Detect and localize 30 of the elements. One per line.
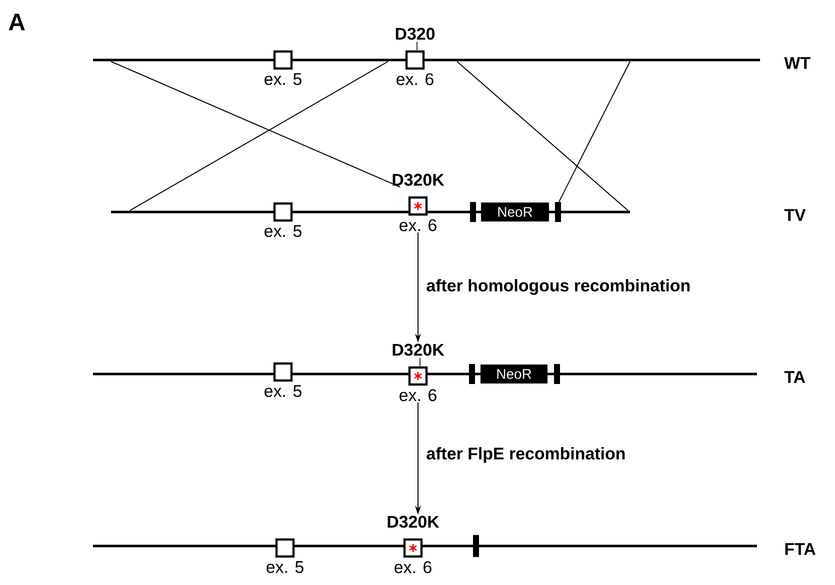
exon-label: ex. 5 [264, 225, 302, 238]
crossover-line [130, 61, 388, 211]
frt-site [473, 535, 479, 557]
mutation-label: D320K [392, 344, 444, 356]
exon-label: ex. 6 [394, 561, 432, 574]
exon-label: ex. 6 [400, 219, 436, 232]
cassette-box: NeoR [480, 364, 548, 384]
mutation-label: D320 [396, 28, 435, 40]
cassette-box: NeoR [481, 202, 549, 222]
crossover-line [558, 61, 630, 202]
crossover-line [456, 61, 628, 211]
exon-label: ex. 5 [266, 561, 304, 573]
frt-site [554, 364, 560, 384]
allele-label: TV [784, 209, 806, 221]
mutation-label: D320K [392, 174, 444, 186]
mutation-label: D320K [388, 516, 440, 528]
allele-label: TA [784, 371, 806, 383]
exon-label: ex. 6 [396, 73, 434, 86]
edge-label: after FlpE recombination [425, 446, 627, 464]
exon-label: ex. 5 [264, 385, 302, 398]
allele-label: FTA [785, 543, 816, 555]
allele-label: WT [784, 57, 810, 69]
exon-label: ex. 5 [264, 73, 302, 86]
frt-site [469, 364, 475, 384]
panel-letter: A [8, 14, 25, 30]
exon-label: ex. 6 [400, 389, 436, 402]
frt-site [470, 202, 476, 222]
crossover-line [110, 61, 400, 188]
frt-site [555, 202, 561, 222]
edge-label: after homologous recombination [425, 278, 692, 296]
